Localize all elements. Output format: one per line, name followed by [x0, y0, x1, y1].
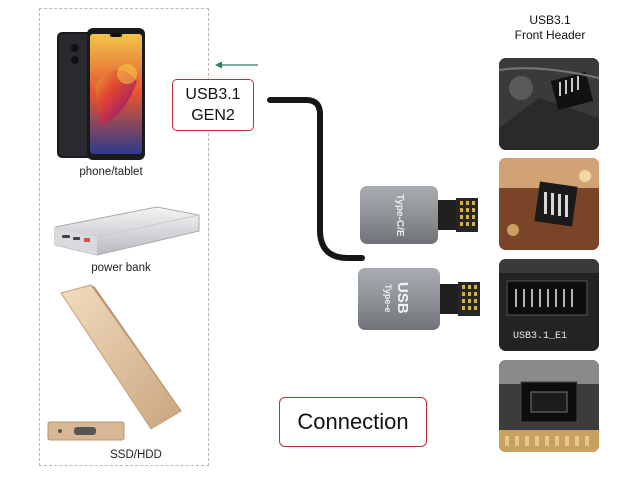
header-photo-2 — [499, 158, 599, 250]
ssd-image — [60, 284, 183, 430]
phone-image — [57, 28, 145, 160]
connector-adapter-top — [360, 186, 478, 244]
cable-spec-label: USB3.1 GEN2 — [172, 79, 254, 131]
front-header-title-line1: USB3.1 — [529, 13, 571, 27]
connection-label: Connection — [279, 397, 427, 447]
phone-caption: phone/tablet — [79, 166, 143, 178]
power-bank-image — [54, 206, 200, 256]
header-photo-1 — [499, 58, 599, 150]
power-bank-caption: power bank — [91, 262, 151, 274]
connector-adapter-bottom — [358, 268, 480, 330]
cable-spec-line1: USB3.1 — [185, 86, 241, 103]
front-header-title: USB3.1 Front Header — [498, 13, 602, 43]
arrow-left-icon — [215, 61, 258, 69]
ssd-end-image — [47, 421, 125, 441]
cable-spec-line2: GEN2 — [191, 107, 235, 124]
header-photo-3: USB3.1_E1 — [499, 259, 599, 351]
device-panel — [39, 8, 209, 466]
ssd-caption: SSD/HDD — [110, 449, 162, 461]
board-silkscreen: USB3.1_E1 — [513, 331, 568, 342]
connector-top-mark: Type-C/E — [394, 193, 405, 237]
cable-image — [267, 97, 365, 261]
connector-bottom-mark-1: Type-e — [383, 283, 393, 313]
connector-bottom-mark-2: USB — [394, 282, 411, 314]
header-photo-4 — [499, 360, 599, 452]
front-header-title-line2: Front Header — [514, 28, 586, 42]
